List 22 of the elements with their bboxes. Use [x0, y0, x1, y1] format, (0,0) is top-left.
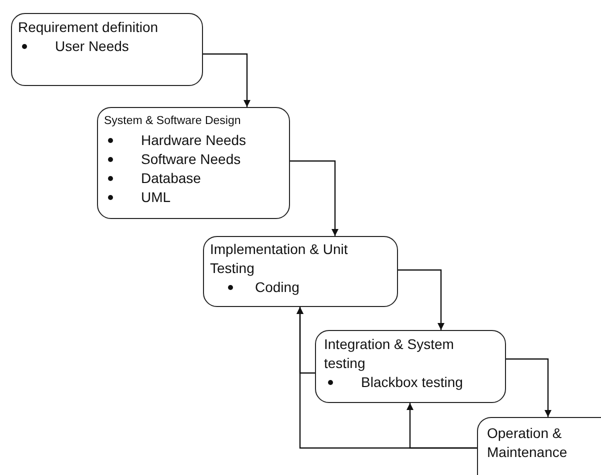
- list-item: Blackbox testing: [361, 373, 463, 392]
- arrow: [398, 269, 444, 330]
- list-item: UML: [141, 188, 171, 207]
- process-box: [315, 330, 506, 403]
- arrow: [506, 358, 552, 417]
- stage-title: Requirement definition: [18, 18, 160, 37]
- arrow: [290, 160, 338, 236]
- stage-title: Integration & System testing: [324, 335, 455, 373]
- process-box: [477, 417, 601, 475]
- list-item: Coding: [255, 278, 300, 297]
- arrow: [203, 53, 250, 107]
- process-box: [97, 107, 290, 219]
- list-item: User Needs: [55, 37, 129, 56]
- stage-title: System & Software Design: [104, 114, 242, 129]
- process-box: [203, 236, 398, 307]
- list-item: Software Needs: [141, 150, 241, 169]
- stage-title: Operation & Maintenance: [487, 424, 568, 462]
- list-item: Database: [141, 169, 201, 188]
- stage-title: Implementation & Unit Testing: [210, 240, 349, 278]
- arrow: [296, 307, 477, 449]
- list-item: Hardware Needs: [141, 131, 246, 150]
- process-box: [11, 13, 203, 86]
